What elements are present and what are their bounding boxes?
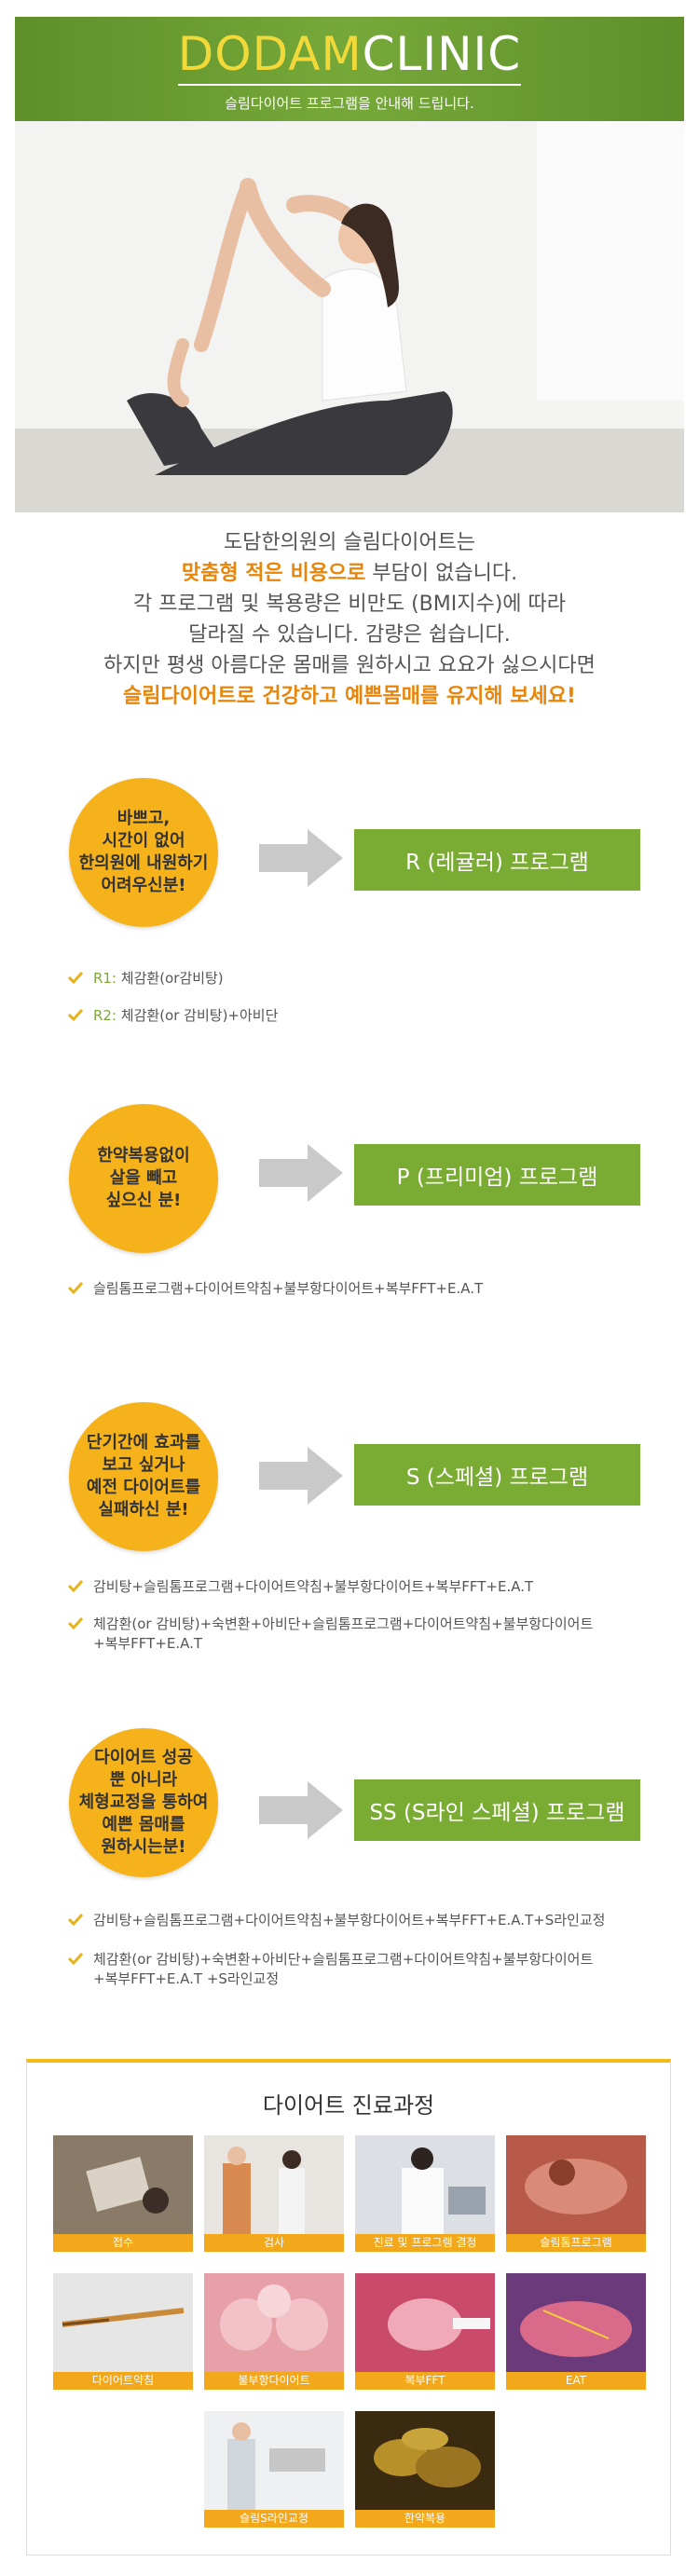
check-icon [68, 1616, 83, 1629]
process-step-fft: 복부FFT [355, 2273, 495, 2390]
process-step-cupping: 불부항다이어트 [204, 2273, 344, 2390]
process-step-sline: 슬림S라인교정 [204, 2411, 344, 2528]
process-step-slimtom: 슬림톰프로그램 [506, 2135, 646, 2252]
program-ss-detail-1: 감비탕+슬림톰프로그램+다이어트약침+불부항다이어트+복부FFT+E.A.T+S… [68, 1911, 605, 1930]
program-p-detail-1: 슬림톰프로그램+다이어트약침+불부항다이어트+복부FFT+E.A.T [68, 1279, 483, 1299]
header-subtitle: 슬림다이어트 프로그램을 안내해 드립니다. [225, 95, 474, 112]
program-ss-detail-2: 체감환(or 감비탕)+숙변환+아비단+슬림톰프로그램+다이어트약침+불부항다이… [68, 1950, 593, 1989]
program-s-title: S (스페셜) 프로그램 [354, 1444, 640, 1506]
consult-photo [355, 2135, 495, 2234]
intro-text: 도담한의원의 슬림다이어트는 맞춤형 적은 비용으로 부담이 없습니다. 각 프… [0, 527, 699, 712]
intro-line-3: 각 프로그램 및 복용량은 비만도 (BMI지수)에 따라 [132, 593, 566, 616]
process-step-herbal: 한약복용 [355, 2411, 495, 2528]
fft-photo [355, 2273, 495, 2372]
logo-underline [178, 84, 521, 86]
clinic-logo: DODAMCLINIC [15, 28, 684, 80]
check-icon [68, 1913, 83, 1926]
intro-line-5: 하지만 평생 아름다운 몸매를 원하시고 요요가 싫으시다면 [103, 654, 596, 677]
exam-photo [204, 2135, 344, 2234]
intro-line-1: 도담한의원의 슬림다이어트는 [223, 531, 476, 554]
process-step-eat: EAT [506, 2273, 646, 2390]
acupuncture-photo [53, 2273, 193, 2372]
arrow-right-icon [259, 1781, 343, 1839]
sline-photo [204, 2411, 344, 2510]
eat-photo [506, 2273, 646, 2372]
program-r-detail-2: R2: 체감환(or 감비탕)+아비단 [68, 1006, 278, 1026]
process-step-consult: 진료 및 프로그램 결정 [355, 2135, 495, 2252]
program-ss-bubble: 다이어트 성공 뿐 아니라 체형교정을 통하여 예쁜 몸매를 원하시는분! [69, 1728, 218, 1877]
arrow-right-icon [259, 1144, 343, 1202]
program-p-title: P (프리미엄) 프로그램 [354, 1144, 640, 1206]
program-s-detail-1: 감비탕+슬림톰프로그램+다이어트약침+불부항다이어트+복부FFT+E.A.T [68, 1577, 533, 1597]
intro-line-2: 맞춤형 적은 비용으로 부담이 없습니다. [181, 562, 518, 585]
diet-process-box: 다이어트 진료과정 접수 검사 진료 및 프로그램 결정 슬림톰프로그램 다이어… [26, 2059, 671, 2556]
header-banner: DODAMCLINIC 슬림다이어트 프로그램을 안내해 드립니다. [15, 17, 684, 121]
process-step-acupuncture: 다이어트약침 [53, 2273, 193, 2390]
intro-highlight-cost: 맞춤형 적은 비용으로 [181, 562, 366, 585]
logo-clinic: CLINIC [362, 27, 522, 81]
program-ss-title: SS (S라인 스페셜) 프로그램 [354, 1779, 640, 1841]
check-icon [68, 1952, 83, 1965]
program-r-title: R (레귤러) 프로그램 [354, 829, 640, 891]
process-step-exam: 검사 [204, 2135, 344, 2252]
program-p-bubble: 한약복용없이 살을 빼고 싶으신 분! [69, 1104, 218, 1253]
program-r-detail-1: R1: 체감환(or감비탕) [68, 969, 224, 988]
intro-line-4: 달라질 수 있습니다. 감량은 쉽습니다. [188, 623, 511, 647]
yoga-woman-illustration [15, 121, 684, 512]
hero-yoga-image [15, 121, 684, 512]
check-icon [68, 1008, 83, 1021]
program-s-detail-2: 체감환(or 감비탕)+숙변환+아비단+슬림톰프로그램+다이어트약침+불부항다이… [68, 1615, 593, 1654]
program-r-bubble: 바쁘고, 시간이 없어 한의원에 내원하기 어려우신분! [69, 778, 218, 927]
intro-line-6: 슬림다이어트로 건강하고 예쁜몸매를 유지해 보세요! [123, 685, 576, 708]
process-title: 다이어트 진료과정 [262, 2092, 435, 2119]
check-icon [68, 1579, 83, 1592]
check-icon [68, 971, 83, 984]
herbal-medicine-photo [355, 2411, 495, 2510]
arrow-right-icon [259, 1447, 343, 1505]
reception-photo [53, 2135, 193, 2234]
slimtom-photo [506, 2135, 646, 2234]
check-icon [68, 1281, 83, 1294]
logo-dodam: DODAM [177, 27, 363, 81]
program-s-bubble: 단기간에 효과를 보고 싶거나 예전 다이어트를 실패하신 분! [69, 1402, 218, 1551]
process-step-reception: 접수 [53, 2135, 193, 2252]
arrow-right-icon [259, 829, 343, 887]
cupping-photo [204, 2273, 344, 2372]
